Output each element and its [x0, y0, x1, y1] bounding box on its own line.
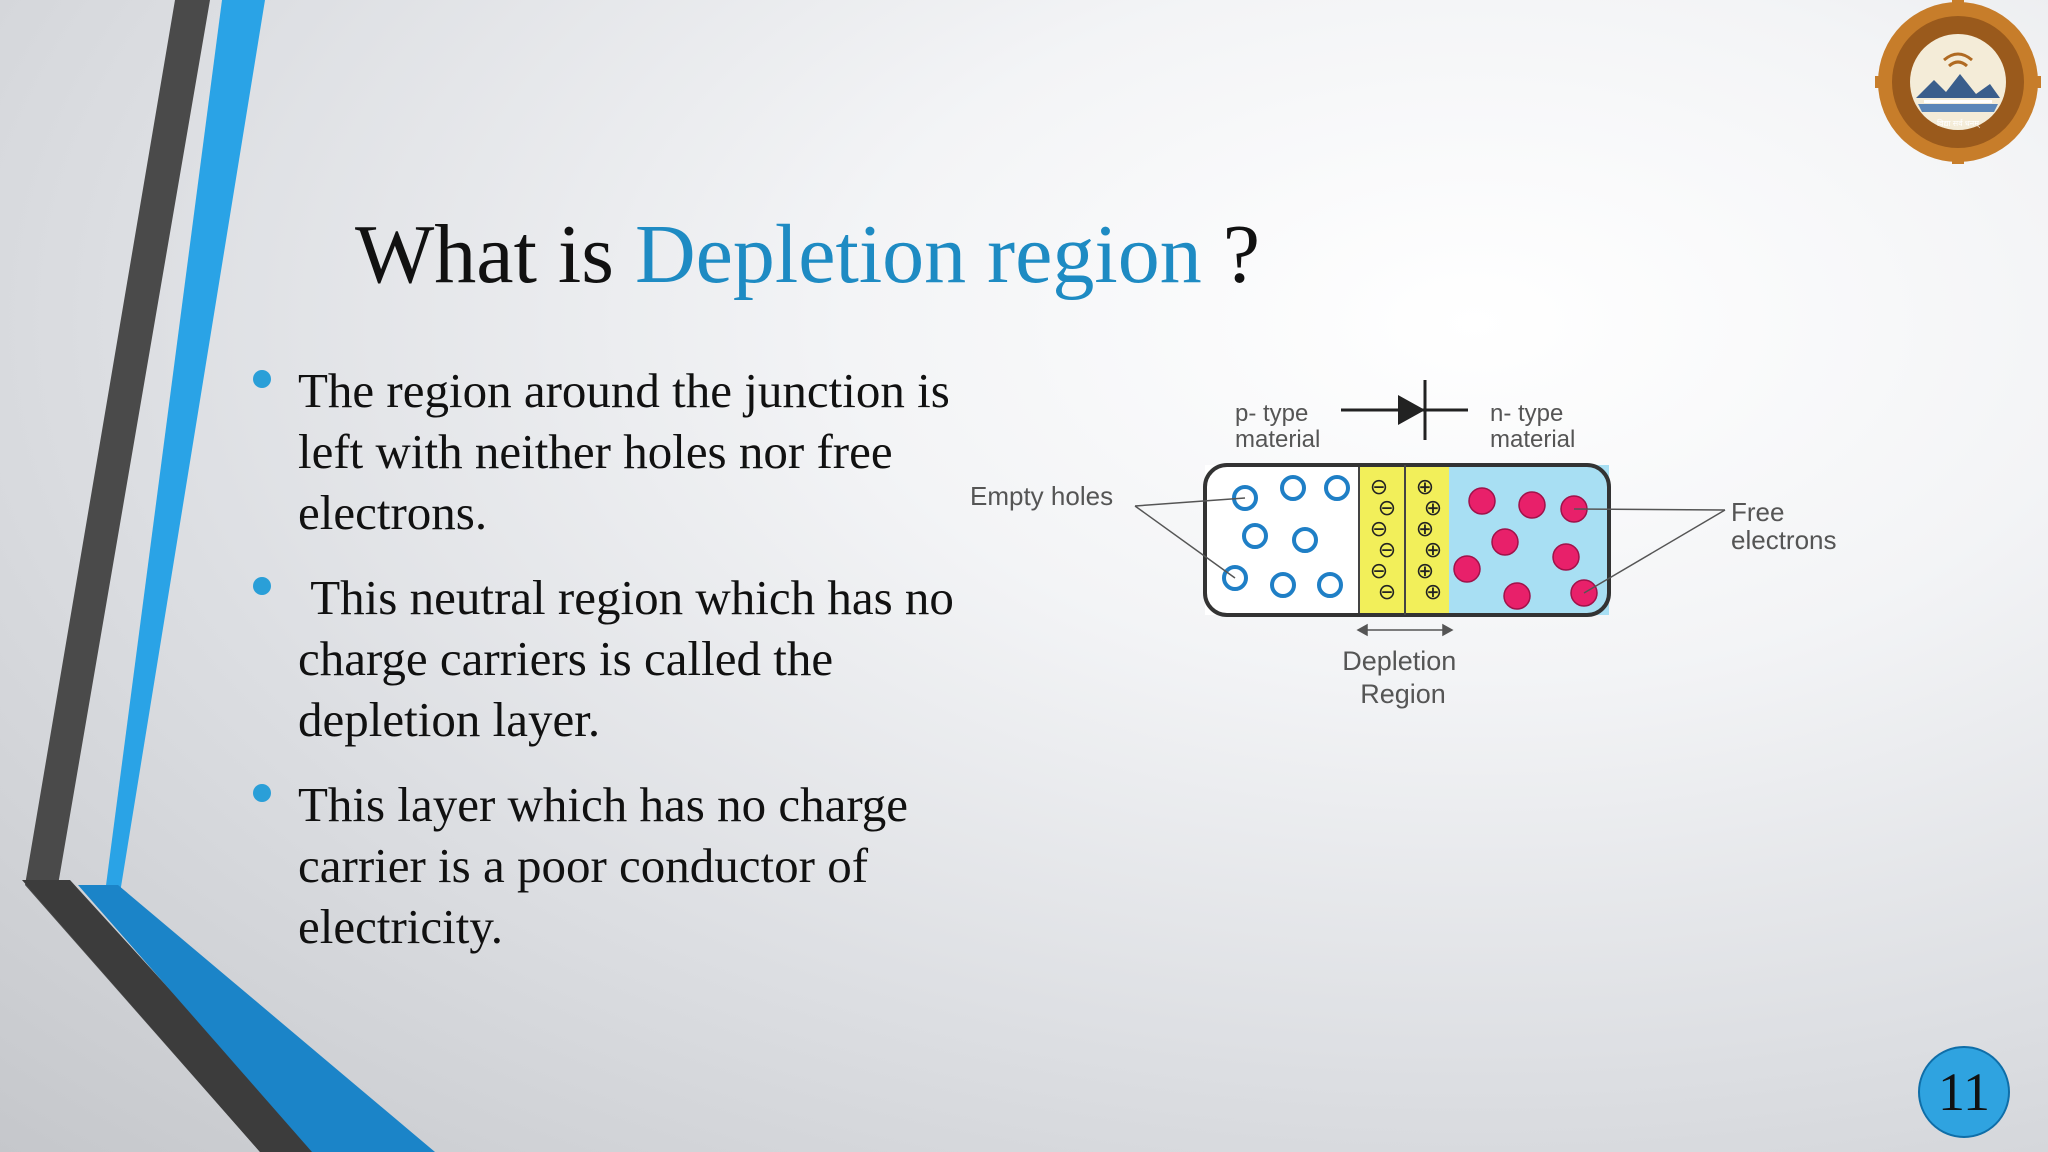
depletion-width-arrow	[1356, 623, 1454, 637]
bullet-text: This layer which has no charge carrier i…	[298, 777, 909, 954]
negative-ion-icon: ⊖	[1378, 580, 1396, 605]
junction-outline	[1203, 463, 1611, 617]
title-highlight: Depletion region	[634, 208, 1202, 301]
hole	[1222, 565, 1248, 591]
positive-ion-icon: ⊕	[1416, 517, 1434, 542]
hole	[1317, 572, 1343, 598]
blue-lower-bar	[78, 885, 435, 1152]
hole	[1270, 572, 1296, 598]
bullet-item: This layer which has no charge carrier i…	[250, 774, 980, 957]
electron	[1518, 491, 1546, 519]
negative-ions: ⊖ ⊖ ⊖ ⊖ ⊖ ⊖	[1370, 475, 1396, 605]
dark-gray-lower-bar	[22, 880, 318, 1152]
bullet-dot-icon	[253, 370, 271, 388]
electron	[1503, 582, 1531, 610]
title-suffix: ?	[1222, 208, 1261, 301]
electron	[1491, 528, 1519, 556]
p-region	[1205, 465, 1365, 615]
n-type-label-line2: material	[1490, 426, 1575, 453]
positive-ion-icon: ⊕	[1424, 496, 1442, 521]
free-electrons	[1453, 487, 1598, 610]
positive-ion-icon: ⊕	[1416, 475, 1434, 500]
bullet-dot-icon	[253, 577, 271, 595]
n-type-label-line1: n- type	[1490, 400, 1563, 427]
depletion-region-label: Depletion Region	[1342, 646, 1464, 709]
logo-mountains	[1916, 74, 2000, 112]
negative-ion-icon: ⊖	[1378, 496, 1396, 521]
depletion-label-line1: Depletion	[1342, 646, 1456, 676]
negative-ion-icon: ⊖	[1378, 538, 1396, 563]
title-prefix: What is	[355, 208, 614, 301]
hole	[1242, 523, 1268, 549]
positive-ions: ⊕ ⊕ ⊕ ⊕ ⊕ ⊕	[1416, 475, 1442, 605]
n-type-label: n- type material	[1490, 400, 1575, 453]
slide-title: What is Depletion region ?	[355, 205, 1260, 305]
logo-wifi-icon	[1943, 52, 1973, 68]
positive-ion-icon: ⊕	[1424, 580, 1442, 605]
bullet-item: The region around the junction is left w…	[250, 360, 980, 543]
bullet-item: This neutral region which has no charge …	[250, 567, 980, 750]
hole	[1324, 475, 1350, 501]
dark-gray-bar	[25, 0, 305, 1152]
logo-motto: विद्या सर्व धनम्	[1937, 118, 1981, 129]
bullet-dot-icon	[253, 784, 271, 802]
negative-ion-icon: ⊖	[1370, 475, 1388, 500]
negative-ion-icon: ⊖	[1370, 517, 1388, 542]
depletion-label-line2: Region	[1360, 679, 1446, 709]
bullet-text: The region around the junction is left w…	[298, 363, 950, 540]
free-electrons-label-line2: electrons	[1731, 525, 1837, 555]
depletion-region-diagram: p- type material n- type material ⊖ ⊖ ⊖ …	[970, 380, 1837, 709]
p-type-label: p- type material	[1235, 400, 1320, 453]
negative-ion-icon: ⊖	[1370, 559, 1388, 584]
light-blue-bar	[105, 0, 265, 893]
diode-symbol-icon	[1341, 380, 1468, 440]
p-type-label-line2: material	[1235, 426, 1320, 453]
free-electrons-label-line1: Free	[1731, 497, 1784, 527]
bullet-text: This neutral region which has no charge …	[298, 570, 954, 747]
free-electrons-label: Free electrons	[1731, 497, 1837, 555]
institute-logo: विद्या सर्व धनम्	[1875, 0, 2041, 164]
empty-holes-label: Empty holes	[970, 481, 1113, 511]
leader-lines	[1134, 497, 1726, 594]
hole	[1280, 475, 1306, 501]
bullet-list: The region around the junction is left w…	[250, 360, 980, 981]
positive-ion-icon: ⊕	[1416, 559, 1434, 584]
hole	[1232, 485, 1258, 511]
electron	[1552, 543, 1580, 571]
page-number-badge: 11	[1918, 1046, 2010, 1138]
electron	[1468, 487, 1496, 515]
p-type-label-line1: p- type	[1235, 400, 1308, 427]
empty-holes	[1222, 475, 1350, 598]
hole	[1292, 527, 1318, 553]
positive-ion-icon: ⊕	[1424, 538, 1442, 563]
electron	[1453, 555, 1481, 583]
